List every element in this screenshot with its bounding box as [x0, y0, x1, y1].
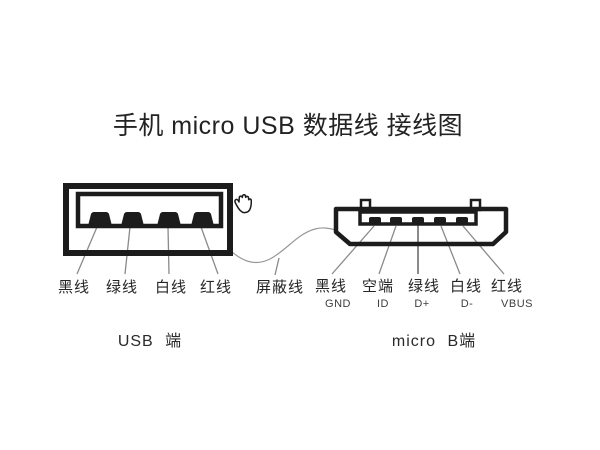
microb-wire-label-red: 红线 — [490, 278, 524, 295]
usb-wire-label-red: 红线 — [199, 279, 233, 296]
usb-wire-label-white: 白线 — [154, 279, 188, 296]
micro-b-pin — [412, 217, 424, 224]
microb-wire-line-id — [378, 225, 397, 275]
usb-a-connector — [63, 183, 233, 256]
microb-wire-line-vbus — [462, 225, 505, 275]
microb-pin-label-id: ID — [377, 298, 389, 310]
usb-a-pins — [88, 212, 214, 226]
shield-pointer-line — [274, 257, 280, 276]
microb-wire-label-green: 绿线 — [407, 278, 441, 295]
microb-wire-label-white: 白线 — [449, 278, 483, 295]
page-title: 手机 micro USB 数据线 接线图 — [112, 112, 464, 140]
microb-wire-line-dminus — [440, 225, 461, 275]
usb-a-pin — [121, 212, 144, 226]
microb-wire-label-empty: 空端 — [361, 278, 395, 295]
microb-pin-label-gnd: GND — [325, 298, 351, 310]
usb-wire-label-green: 绿线 — [105, 279, 139, 296]
microb-wire-line-gnd — [331, 225, 375, 275]
usb-end-caption: USB 端 — [117, 333, 183, 350]
micro-b-pin — [369, 217, 381, 224]
micro-b-pin — [390, 217, 402, 224]
micro-b-outer-shell — [333, 206, 509, 247]
usb-a-pin — [157, 212, 181, 226]
micro-b-end-caption: micro B端 — [391, 333, 477, 350]
cable-curve — [231, 227, 337, 264]
usb-a-pin — [88, 212, 112, 226]
microb-pin-label-vbus: VBUS — [501, 298, 533, 310]
shield-wire-label: 屏蔽线 — [255, 279, 305, 296]
usb-a-pin — [191, 212, 214, 226]
micro-b-pin — [434, 217, 446, 224]
hand-cursor-icon — [234, 193, 253, 214]
usb-a-outer-shell — [63, 183, 233, 256]
micro-b-pins — [369, 217, 468, 224]
micro-b-connector — [333, 198, 509, 247]
microb-pin-label-dminus: D- — [460, 298, 474, 310]
microb-wire-label-black: 黑线 — [314, 278, 348, 295]
usb-a-inner-shell — [75, 191, 224, 229]
usb-wire-label-black: 黑线 — [57, 279, 91, 296]
microb-pin-label-dplus: D+ — [414, 298, 430, 310]
micro-b-pin — [456, 217, 468, 224]
microb-wire-lines — [331, 225, 505, 275]
